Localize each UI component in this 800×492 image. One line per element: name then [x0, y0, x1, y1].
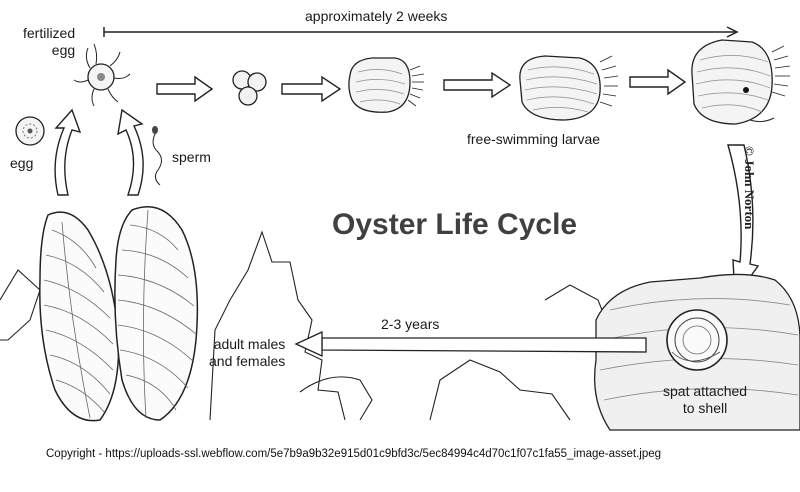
stage-arrows	[156, 68, 760, 301]
duration-arrow-bottom	[294, 330, 647, 358]
larva-stage-3	[691, 39, 791, 125]
label-duration-bottom: 2-3 years	[381, 316, 440, 332]
artist-credit: © John Norton	[742, 146, 757, 230]
copyright-footer: Copyright - https://uploads-ssl.webflow.…	[46, 448, 662, 460]
fertilized-egg	[73, 43, 131, 107]
label-egg: egg	[10, 155, 34, 171]
shell-with-spat	[593, 273, 800, 431]
adult-oysters	[39, 206, 199, 422]
sperm	[152, 126, 162, 186]
label-duration-top: approximately 2 weeks	[305, 8, 448, 24]
label-adults: adult males and females	[209, 336, 286, 369]
label-larvae: free-swimming larvae	[467, 131, 601, 147]
larva-stage-2	[519, 55, 619, 121]
diagram-title: Oyster Life Cycle	[332, 208, 578, 241]
diagram-artwork	[0, 26, 800, 431]
duration-arrow-top	[103, 26, 739, 38]
label-fertilized-egg: fertilized egg	[23, 25, 76, 58]
egg	[15, 116, 45, 146]
cell-cluster	[232, 70, 267, 106]
curved-arrows	[54, 108, 144, 196]
label-sperm: sperm	[172, 149, 211, 165]
label-spat: spat attached to shell	[663, 383, 748, 416]
larva-stage-1	[348, 57, 425, 113]
